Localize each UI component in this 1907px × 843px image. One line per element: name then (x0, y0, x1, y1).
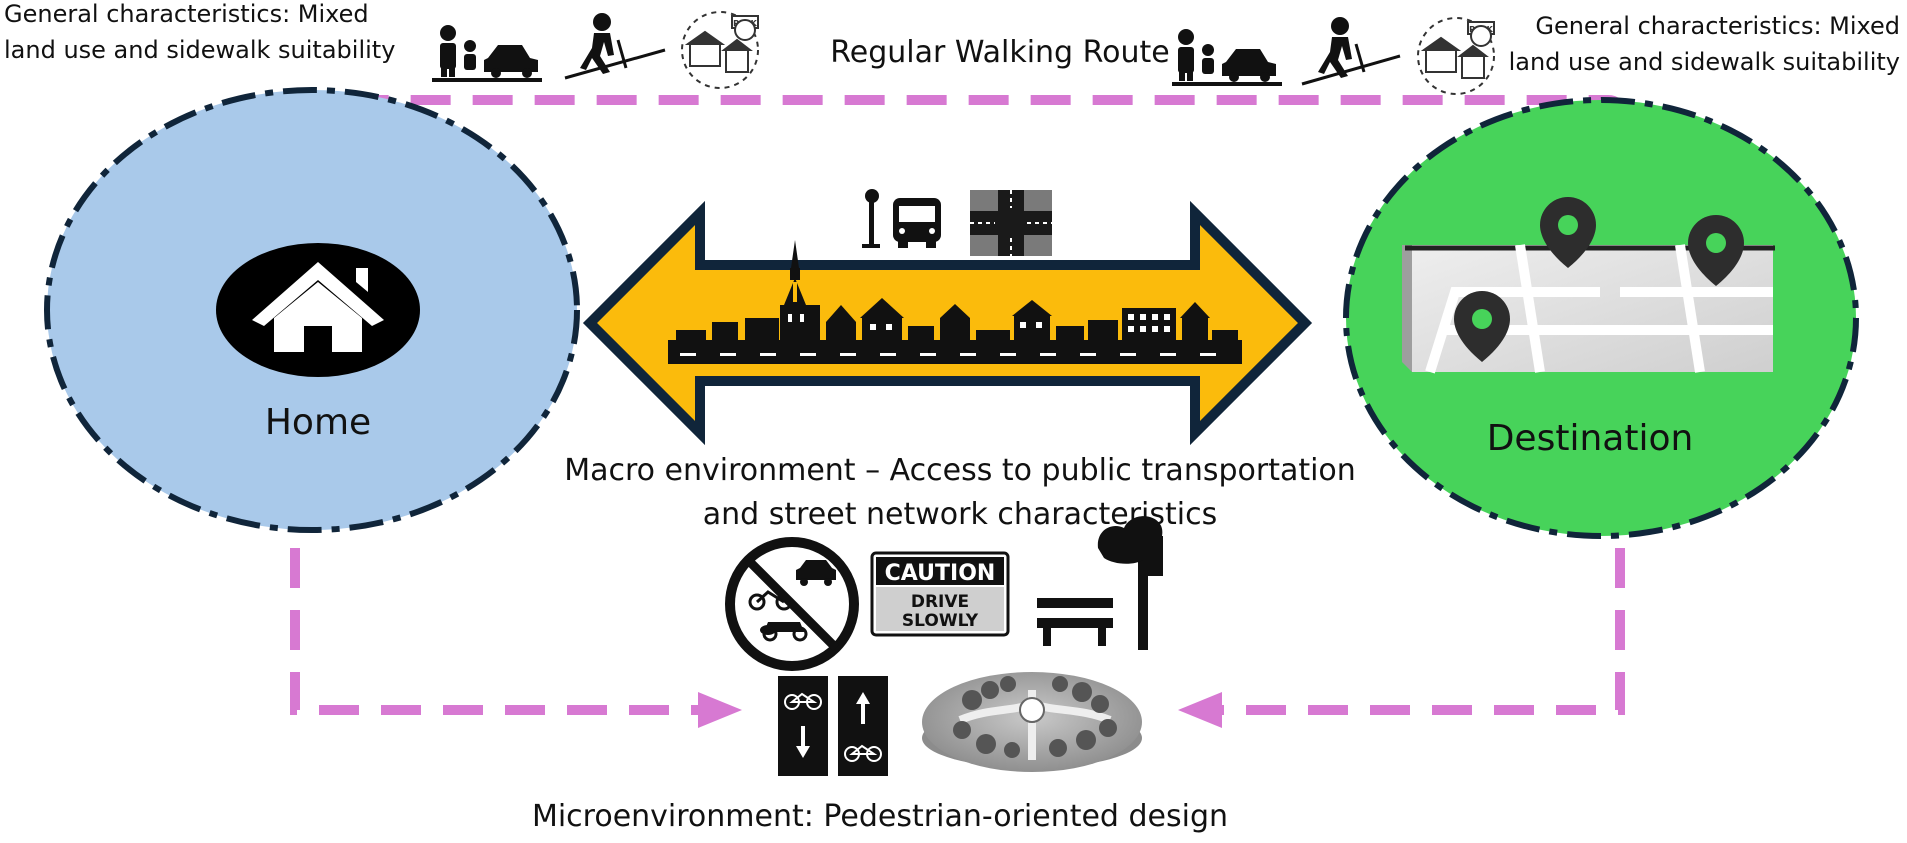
destination-label: Destination (1487, 418, 1694, 459)
no-motor-vehicles-sign-icon (725, 537, 859, 671)
route-arrowhead-right (1178, 692, 1222, 728)
caution-drive-slowly-sign-icon: CAUTION DRIVE SLOWLY (870, 551, 1010, 637)
house-glyph (252, 262, 384, 352)
pedestrian-family-car-icon (1172, 29, 1282, 86)
destination-zone: Destination (1343, 97, 1859, 539)
town-park-icon: PARK (1417, 17, 1495, 95)
bus-stop-icon (862, 189, 880, 248)
hiker-slope-icon (1301, 17, 1401, 86)
street-intersection-icon (970, 190, 1052, 256)
map-pin-2 (1688, 215, 1744, 286)
route-arrowhead-left (698, 692, 742, 728)
park-island-icon (922, 672, 1142, 772)
general-characteristics-left-line2: land use and sidewalk suitability (4, 36, 395, 64)
general-characteristics-right-line2: land use and sidewalk suitability (1509, 48, 1900, 76)
map-pins-icon (1402, 197, 1775, 374)
svg-text:SLOWLY: SLOWLY (902, 611, 979, 631)
bus-icon (893, 198, 941, 248)
route-title: Regular Walking Route (830, 35, 1169, 70)
park-bench-tree-icon (1037, 516, 1163, 650)
macro-environment-line1: Macro environment – Access to public tra… (564, 453, 1356, 488)
pedestrian-family-car-icon (432, 25, 542, 82)
general-characteristics-right-line1: General characteristics: Mixed (1535, 12, 1900, 40)
map-pin-3 (1454, 291, 1510, 362)
home-zone: Home (44, 87, 580, 533)
hiker-slope-icon (564, 13, 666, 80)
home-label: Home (265, 402, 371, 443)
general-characteristics-left-line1: General characteristics: Mixed (4, 0, 369, 28)
town-park-icon: PARK (681, 11, 759, 89)
bike-lane-icon (778, 676, 888, 776)
town-skyline-icon (668, 240, 1242, 364)
microenvironment-label: Microenvironment: Pedestrian-oriented de… (532, 799, 1228, 834)
svg-text:CAUTION: CAUTION (885, 561, 996, 586)
svg-text:DRIVE: DRIVE (911, 592, 969, 612)
map-pin-1 (1540, 197, 1596, 268)
